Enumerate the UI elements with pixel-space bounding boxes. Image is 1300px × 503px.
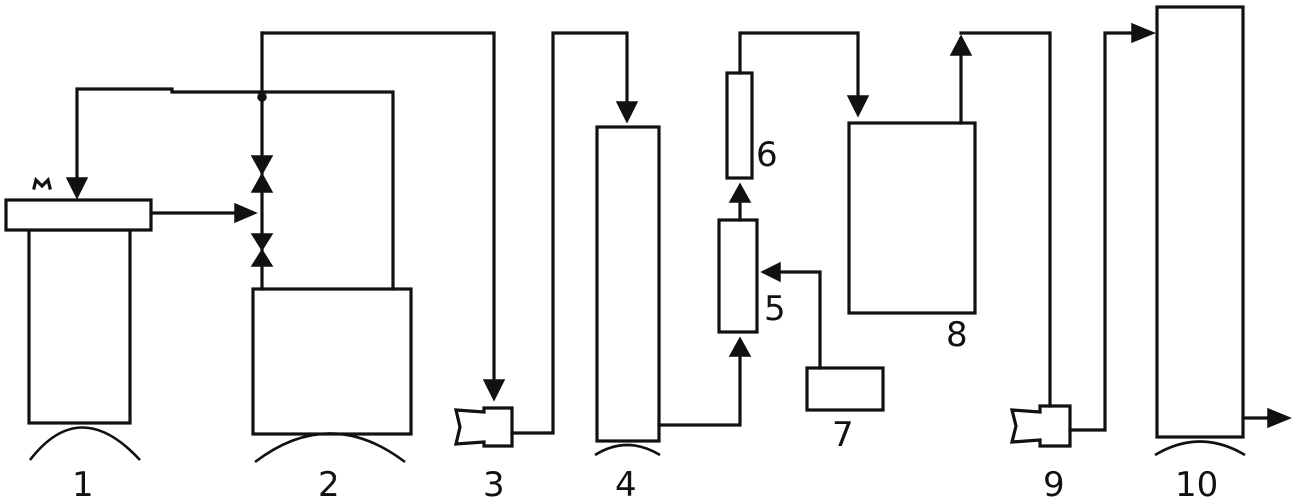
- unit-6-body: [725, 71, 754, 180]
- unit-7-body: [805, 366, 885, 412]
- unit-6-tube: [725, 71, 754, 180]
- label-unit-6: 6: [756, 135, 778, 175]
- label-unit-4: 4: [615, 465, 637, 503]
- unit-4-support-arc: [594, 443, 661, 457]
- unit-4-column: [594, 125, 661, 457]
- unit-7-box: [805, 366, 885, 412]
- pipe-unit-8-to-pump-9: [959, 31, 1052, 408]
- pipe-unit-4-to-unit-5: [657, 350, 742, 427]
- label-unit-3: 3: [483, 465, 505, 503]
- pipe-unit-7-to-unit-5: [778, 270, 822, 370]
- unit-1-support-arc: [28, 426, 141, 461]
- arrow-down-unit-4-icon: [615, 101, 639, 124]
- unit-3-pump-body: [453, 406, 514, 448]
- arrow-right-outlet-icon: [1267, 407, 1292, 429]
- pipe-pump-9-to-unit-10: [1068, 31, 1134, 432]
- arrow-right-unit-10-icon: [1131, 22, 1156, 44]
- arrow-up-unit-8-outlet-icon: [949, 34, 973, 56]
- arrow-down-unit-1-icon: [65, 177, 89, 200]
- label-unit-2: 2: [318, 465, 340, 503]
- arrow-left-unit-5-icon: [760, 261, 781, 283]
- unit-2-tank: [251, 90, 413, 464]
- unit-1-body: [27, 228, 132, 425]
- unit-4-body: [595, 125, 661, 443]
- unit-1-vessel: [4, 176, 153, 461]
- label-unit-8: 8: [946, 315, 968, 355]
- unit-1-stirrer-mark: [32, 176, 52, 190]
- pipe-pump-3-to-unit-4: [510, 31, 629, 435]
- pipe-recycle-to-unit-1: [75, 87, 264, 180]
- unit-5-tube: [717, 218, 759, 334]
- arrow-up-unit-5-icon: [728, 336, 752, 357]
- valve-lower-icon: [250, 233, 274, 267]
- pipe-unit-6-to-unit-8: [738, 31, 860, 98]
- pipe-riser-to-pump-3: [260, 31, 496, 382]
- unit-2-frame: [260, 90, 395, 291]
- unit-labels: 1 2 3 4 5 6 7 8 9 10: [72, 135, 1218, 503]
- unit-10-support-arc: [1154, 440, 1246, 457]
- label-unit-1: 1: [72, 465, 94, 503]
- unit-10-body: [1155, 5, 1245, 439]
- arrow-right-riser-icon: [234, 202, 258, 224]
- arrow-down-pump-3-icon: [482, 379, 506, 402]
- unit-5-body: [717, 218, 759, 334]
- unit-2-support-arc: [254, 432, 406, 464]
- arrow-down-unit-8-icon: [846, 95, 870, 118]
- valve-upper-icon: [250, 155, 274, 193]
- label-unit-10: 10: [1175, 465, 1218, 503]
- unit-9-pump-body: [1009, 404, 1072, 448]
- unit-9-pump: [1009, 404, 1072, 448]
- unit-10-vessel: [1154, 5, 1246, 457]
- unit-8-body: [847, 121, 977, 315]
- label-unit-7: 7: [832, 415, 854, 455]
- label-unit-9: 9: [1043, 465, 1065, 503]
- arrow-up-unit-6-icon: [728, 182, 752, 203]
- unit-2-body: [251, 287, 413, 436]
- label-unit-5: 5: [764, 289, 786, 329]
- valves: [250, 92, 274, 267]
- flow-arrows: [65, 22, 1292, 429]
- pipe-junction-dot: [257, 92, 267, 102]
- unit-8-tank: [847, 121, 977, 315]
- unit-1-lid: [4, 198, 153, 232]
- unit-3-pump: [453, 406, 514, 448]
